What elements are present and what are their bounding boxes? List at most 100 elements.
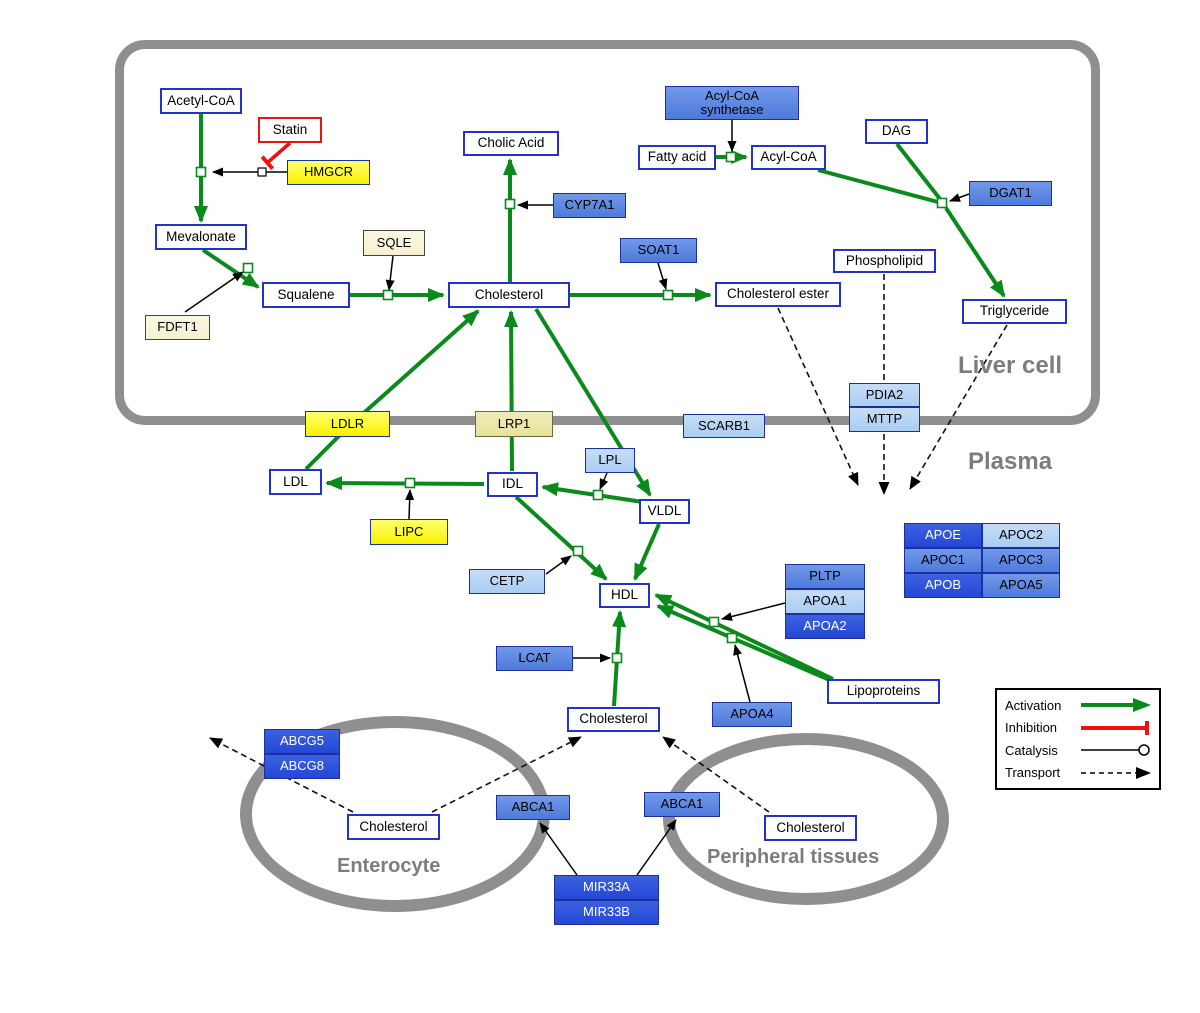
node-lcat[interactable]: LCAT [496, 646, 573, 671]
edge-catalysis-cetp [545, 555, 572, 575]
node-cholic-acid[interactable]: Cholic Acid [463, 131, 559, 156]
node-cholesterol-peripheral[interactable]: Cholesterol [764, 815, 857, 841]
node-cholesterol-plasma[interactable]: Cholesterol [567, 707, 660, 732]
node-cyp7a1[interactable]: CYP7A1 [553, 193, 626, 218]
node-lipc[interactable]: LIPC [370, 519, 448, 545]
node-acyl-coa-synthetase[interactable]: Acyl-CoA synthetase [665, 86, 799, 120]
reaction-node [592, 489, 604, 501]
node-hdl[interactable]: HDL [599, 583, 650, 608]
node-abcg8[interactable]: ABCG8 [264, 754, 340, 779]
node-label: Acyl-CoA synthetase [700, 87, 764, 117]
edge-transport-peripheral-cholesterol-plasma [662, 736, 770, 813]
edge-activation-mevalonate-squalene [201, 248, 260, 289]
node-mevalonate[interactable]: Mevalonate [155, 224, 247, 250]
edge-activation-acylcoa-dgat-node [817, 168, 939, 204]
node-apoa4[interactable]: APOA4 [712, 702, 792, 727]
node-apoa2[interactable]: APOA2 [785, 614, 865, 639]
node-apoc1[interactable]: APOC1 [904, 548, 982, 573]
edge-mir33-abca1-enterocyte [539, 822, 578, 876]
node-pdia2[interactable]: PDIA2 [849, 383, 920, 407]
reaction-node [242, 262, 254, 274]
catalysis-circle-icon [1081, 744, 1150, 756]
legend-catalysis: Catalysis [1005, 742, 1151, 758]
edge-activation-lipoproteins-hdl-1 [654, 593, 834, 681]
edge-catalysis-lipc [405, 489, 415, 520]
reaction-node [404, 477, 416, 489]
legend-transport-label: Transport [1005, 765, 1061, 781]
node-pltp[interactable]: PLTP [785, 564, 865, 589]
node-phospholipid[interactable]: Phospholipid [833, 249, 936, 273]
edge-catalysis-apoa4 [733, 644, 751, 703]
legend-catalysis-label: Catalysis [1005, 742, 1058, 758]
reaction-node [382, 289, 394, 301]
edge-activation-idl-hdl [514, 495, 608, 581]
legend-activation: Activation [1005, 697, 1151, 713]
node-scarb1[interactable]: SCARB1 [683, 414, 765, 438]
node-dgat1[interactable]: DGAT1 [969, 181, 1052, 206]
node-lpl[interactable]: LPL [585, 448, 635, 473]
node-fdft1[interactable]: FDFT1 [145, 315, 210, 340]
edge-transport-cholesterolester-plasma [777, 307, 859, 486]
node-apoe[interactable]: APOE [904, 523, 982, 548]
edge-mir33-abca1-peripheral [636, 819, 677, 876]
node-vldl[interactable]: VLDL [639, 499, 690, 524]
edge-catalysis-apo-stack [721, 602, 786, 621]
reaction-node [725, 151, 737, 163]
edge-activation-dgat-node-triglyceride [944, 206, 1006, 298]
node-ldl[interactable]: LDL [269, 469, 322, 495]
legend-transport: Transport [1005, 765, 1151, 781]
node-cetp[interactable]: CETP [469, 569, 545, 594]
enterocyte-label: Enterocyte [337, 855, 441, 877]
node-dag[interactable]: DAG [865, 119, 928, 144]
node-acetyl-coa[interactable]: Acetyl-CoA [160, 88, 242, 114]
legend-inhibition: Inhibition [1005, 720, 1151, 736]
node-abca1-enterocyte[interactable]: ABCA1 [496, 795, 570, 820]
reaction-node [611, 652, 623, 664]
reaction-node [936, 197, 948, 209]
liver-cell-label: Liver cell [958, 352, 1063, 379]
node-sqle[interactable]: SQLE [363, 230, 425, 256]
node-squalene[interactable]: Squalene [262, 282, 350, 308]
activation-arrow-icon [1081, 698, 1151, 713]
node-apoa1[interactable]: APOA1 [785, 589, 865, 614]
node-cholesterol-liver[interactable]: Cholesterol [448, 282, 570, 308]
reaction-node [662, 289, 674, 301]
transport-dashed-arrow-icon [1081, 766, 1151, 779]
node-apoc2[interactable]: APOC2 [982, 523, 1060, 548]
node-abca1-peripheral[interactable]: ABCA1 [644, 792, 720, 817]
node-mir33b[interactable]: MIR33B [554, 900, 659, 925]
node-abcg5[interactable]: ABCG5 [264, 729, 340, 754]
inhibition-tbar-icon [1081, 720, 1149, 735]
node-cholesterol-enterocyte[interactable]: Cholesterol [347, 814, 440, 840]
liver-cell-compartment [115, 40, 1100, 425]
node-mttp[interactable]: MTTP [849, 407, 920, 432]
node-triglyceride[interactable]: Triglyceride [962, 299, 1067, 324]
edge-catalysis-sqle [385, 255, 395, 291]
reaction-node [504, 198, 516, 210]
edge-transport-triglyceride-plasma [909, 324, 1008, 490]
node-fatty-acid[interactable]: Fatty acid [638, 145, 716, 170]
edge-activation-idl-lrp1-cholesterol [504, 310, 519, 472]
edge-catalysis-dgat1 [949, 193, 970, 202]
node-lrp1[interactable]: LRP1 [475, 411, 553, 437]
node-apoc3[interactable]: APOC3 [982, 548, 1060, 573]
legend: Activation Inhibition Catalysis Transpor… [995, 688, 1161, 790]
node-statin[interactable]: Statin [258, 117, 322, 143]
reaction-node [726, 632, 738, 644]
node-ldlr[interactable]: LDLR [305, 411, 390, 437]
peripheral-tissues-label: Peripheral tissues [707, 846, 880, 868]
node-idl[interactable]: IDL [487, 472, 538, 497]
node-apoa5[interactable]: APOA5 [982, 573, 1060, 598]
edge-catalysis-soat1 [657, 262, 668, 290]
reaction-node [708, 616, 720, 628]
edge-activation-vldl-hdl [633, 523, 661, 581]
node-mir33a[interactable]: MIR33A [554, 875, 659, 900]
node-acyl-coa[interactable]: Acyl-CoA [751, 145, 826, 170]
node-lipoproteins[interactable]: Lipoproteins [827, 679, 940, 704]
node-soat1[interactable]: SOAT1 [620, 238, 697, 263]
legend-activation-label: Activation [1005, 697, 1062, 713]
node-cholesterol-ester[interactable]: Cholesterol ester [715, 282, 841, 307]
node-hmgcr[interactable]: HMGCR [287, 160, 370, 185]
node-apob[interactable]: APOB [904, 573, 982, 598]
